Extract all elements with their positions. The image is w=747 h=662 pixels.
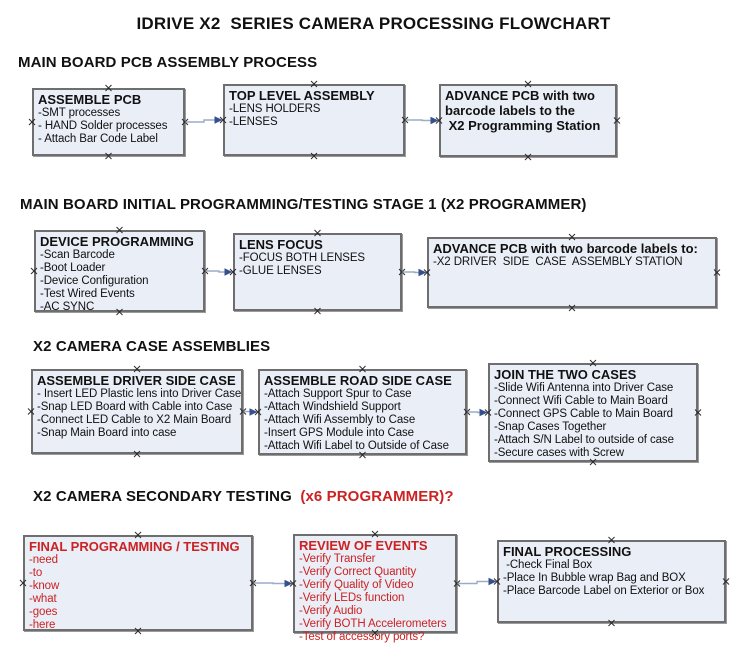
section-heading-text: MAIN BOARD INITIAL PROGRAMMING/TESTING S…: [20, 196, 587, 213]
flow-node-assemble-driver-side-case: ASSEMBLE DRIVER SIDE CASE- Insert LED Pl…: [31, 369, 243, 454]
flow-node-item: -Device Configuration: [40, 275, 149, 287]
flow-node-title: ASSEMBLE PCB: [38, 92, 142, 107]
connector-line: [243, 410, 252, 413]
flow-node-item: -Connect GPS Cable to Main Board: [494, 408, 673, 420]
connector-arrowhead-icon: [430, 116, 439, 125]
flow-node-final-programming-testing: FINAL PROGRAMMING / TESTING-need-to-know…: [23, 535, 253, 631]
connector-line: [402, 271, 420, 274]
flow-node-item: -LENSES: [229, 116, 278, 128]
connector-line: [185, 119, 216, 123]
flow-node-item: -need: [29, 554, 58, 566]
connector-line: [253, 582, 286, 585]
flow-node-item: -Verify Quality of Video: [299, 579, 414, 591]
flow-node-item: -Check Final Box: [503, 559, 593, 571]
connector-arrowhead-icon: [418, 268, 427, 277]
flow-node-title: DEVICE PROGRAMMING: [40, 234, 194, 249]
section-heading-text: (x6 PROGRAMMER)?: [300, 488, 454, 505]
flow-node-item: -SMT processes: [38, 107, 121, 119]
flow-node-item: -Verify Audio: [299, 605, 363, 617]
flow-node-item: -Place In Bubble wrap Bag and BOX: [503, 572, 686, 584]
connector-arrowhead-icon: [224, 268, 233, 276]
flow-node-join-the-two-cases: JOIN THE TWO CASES-Slide Wifi Antenna in…: [488, 363, 698, 462]
flow-node-item: -Verify Correct Quantity: [299, 566, 417, 578]
flow-node-item: -Test of accessory ports?: [299, 631, 425, 643]
flow-node-item: -FOCUS BOTH LENSES: [239, 252, 365, 264]
flow-node-advance-pcb-to-driver-side: ADVANCE PCB with two barcode labels to:-…: [427, 237, 717, 308]
flow-node-device-programming: DEVICE PROGRAMMING-Scan Barcode-Boot Loa…: [34, 230, 205, 313]
flow-node-title: LENS FOCUS: [239, 237, 323, 252]
flow-node-item: -Attach Windshield Support: [264, 401, 401, 413]
flow-node-item: -Test Wired Events: [40, 288, 135, 300]
flow-node-item: -goes: [29, 606, 58, 618]
flow-node-item: -LENS HOLDERS: [229, 103, 321, 115]
flow-node-item: -Verify BOTH Accelerometers: [299, 618, 447, 630]
connector-line: [405, 119, 432, 122]
flow-node-item: -Slide Wifi Antenna into Driver Case: [494, 382, 674, 394]
flow-node-title: JOIN THE TWO CASES: [494, 367, 637, 382]
flow-node-item: - Insert LED Plastic lens into Driver Ca…: [37, 388, 242, 400]
connector-arrowhead-icon: [488, 577, 497, 586]
section-heading-3: X2 CAMERA CASE ASSEMBLIES: [33, 338, 270, 355]
flow-node-item: -Attach S/N Label to outside of case: [494, 434, 674, 446]
flow-node-title: ASSEMBLE ROAD SIDE CASE: [264, 373, 452, 388]
flow-node-item: -Boot Loader: [40, 262, 106, 274]
section-heading-1: MAIN BOARD PCB ASSEMBLY PROCESS: [18, 54, 317, 71]
flow-node-assemble-pcb: ASSEMBLE PCB-SMT processes- HAND Solder …: [32, 88, 185, 156]
flow-node-title: REVIEW OF EVENTS: [299, 538, 428, 553]
section-heading-text: MAIN BOARD PCB ASSEMBLY PROCESS: [18, 54, 318, 71]
flow-node-item: -Insert GPS Module into Case: [264, 427, 414, 439]
flow-node-item: -Connect Wifi Cable to Main Board: [494, 395, 668, 407]
flow-node-title: FINAL PROCESSING: [503, 544, 632, 559]
flow-node-item: -AC SYNC: [40, 301, 95, 313]
flow-node-advance-pcb-to-programming-station: ADVANCE PCB with two barcode labels to t…: [439, 84, 617, 157]
connector-line: [457, 580, 490, 585]
flow-node-item: -Secure cases with Screw: [494, 447, 624, 459]
flow-node-item: -Connect LED Cable to X2 Main Board: [37, 414, 232, 426]
flow-node-lens-focus: LENS FOCUS-FOCUS BOTH LENSES-GLUE LENSES: [233, 233, 402, 311]
flow-node-item: -what: [29, 593, 57, 605]
section-heading-text: X2 CAMERA SECONDARY TESTING: [33, 488, 301, 505]
flow-node-item: -X2 DRIVER SIDE CASE ASSEMBLY STATION: [433, 256, 683, 268]
flow-node-review-of-events: REVIEW OF EVENTS-Verify Transfer-Verify …: [293, 534, 457, 643]
flow-node-title: FINAL PROGRAMMING / TESTING: [29, 539, 240, 554]
flow-node-item: -Snap LED Board with Cable into Case: [37, 401, 233, 413]
connector-arrowhead-icon: [214, 116, 223, 124]
flow-node-item: -Attach Wifi Assembly to Case: [264, 414, 416, 426]
flow-node-item: -here: [29, 619, 56, 631]
flow-node-item: - Attach Bar Code Label: [38, 133, 158, 145]
connector-arrowhead-icon: [284, 579, 293, 588]
flow-node-item: -to: [29, 567, 43, 579]
page-title: IDRIVE X2 SERIES CAMERA PROCESSING FLOWC…: [136, 14, 611, 33]
connector-arrowhead-icon: [479, 408, 488, 417]
flow-node-item: -know: [29, 580, 60, 592]
flow-node-title: ASSEMBLE DRIVER SIDE CASE: [37, 373, 236, 388]
section-heading-4: X2 CAMERA SECONDARY TESTING (x6 PROGRAMM…: [33, 488, 454, 505]
connector-line: [467, 411, 481, 414]
flow-node-item: -Verify LEDs function: [299, 592, 405, 604]
flow-node-item: - HAND Solder processes: [38, 120, 168, 132]
flow-node-item: -Scan Barcode: [40, 249, 115, 261]
section-heading-text: X2 CAMERA CASE ASSEMBLIES: [33, 338, 271, 355]
section-heading-2: MAIN BOARD INITIAL PROGRAMMING/TESTING S…: [20, 196, 587, 213]
flow-node-item: -GLUE LENSES: [239, 265, 322, 277]
flow-node-item: -Snap Main Board into case: [37, 427, 177, 439]
flow-node-final-processing: FINAL PROCESSING -Check Final Box-Place …: [497, 540, 726, 623]
flow-node-top-level-assembly: TOP LEVEL ASSEMBLY-LENS HOLDERS-LENSES: [223, 84, 405, 156]
connector-line: [205, 270, 226, 273]
flow-node-assemble-road-side-case: ASSEMBLE ROAD SIDE CASE-Attach Support S…: [258, 369, 467, 455]
flow-node-item: -Place Barcode Label on Exterior or Box: [503, 585, 705, 597]
flow-node-item: -Attach Wifi Label to Outside of Case: [264, 440, 449, 452]
flow-node-item: -Verify Transfer: [299, 553, 376, 565]
flow-node-title: TOP LEVEL ASSEMBLY: [229, 88, 375, 103]
flow-node-title: ADVANCE PCB with two barcode labels to:: [433, 241, 698, 256]
flow-node-title: ADVANCE PCB with two barcode labels to t…: [445, 88, 601, 133]
flow-node-item: -Snap Cases Together: [494, 421, 607, 433]
flow-node-item: -Attach Support Spur to Case: [264, 388, 412, 400]
connector-arrowhead-icon: [249, 408, 258, 416]
